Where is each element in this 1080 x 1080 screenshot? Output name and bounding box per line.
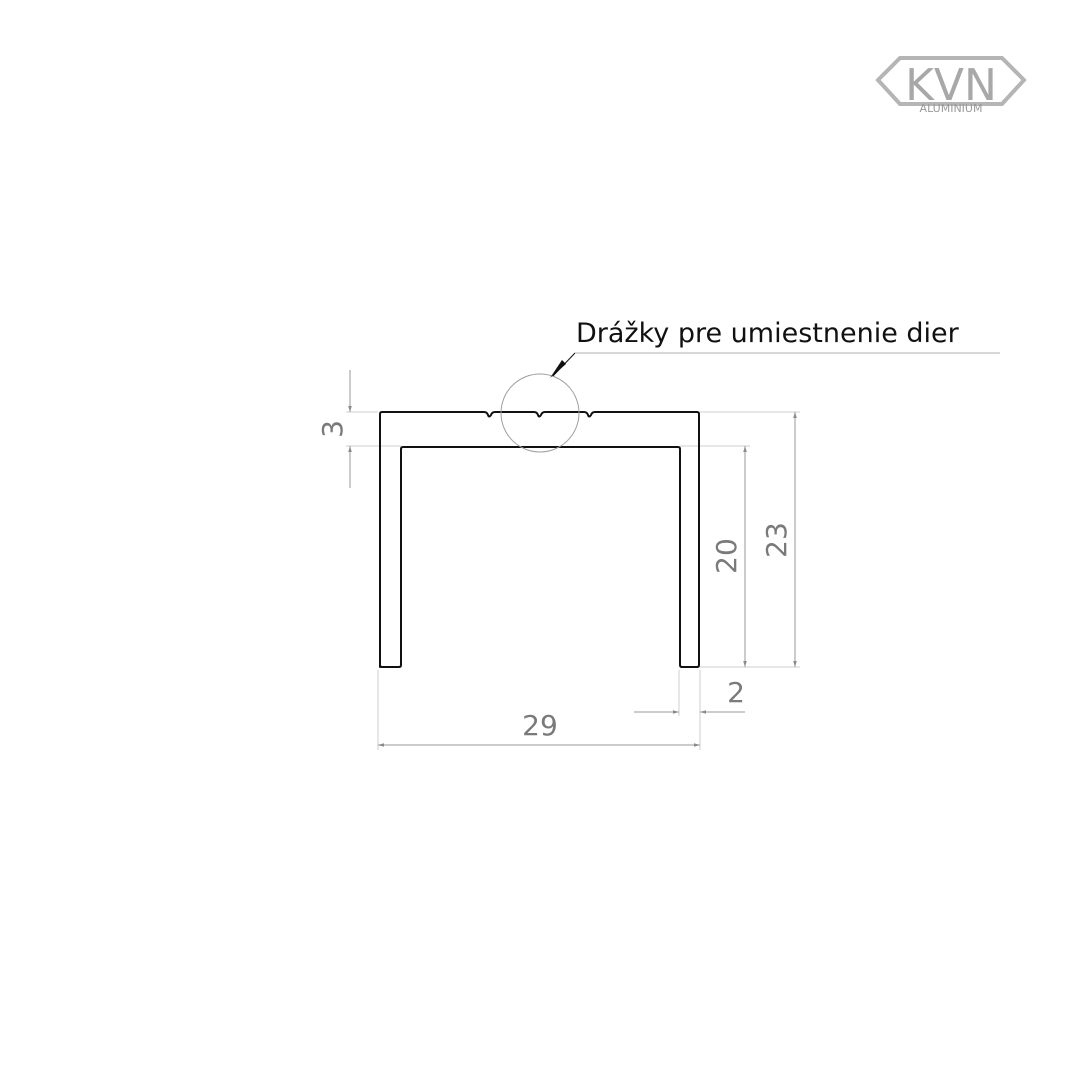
- dim-inner-height: 20: [710, 538, 743, 574]
- leader-line: [550, 352, 1000, 378]
- dim-total-width: 29: [522, 709, 558, 742]
- u-profile-outline: [379, 411, 700, 668]
- logo-sub: ALUMINIUM: [920, 102, 983, 115]
- dimension-lines: [348, 370, 797, 747]
- kvn-aluminium-logo: KVN ALUMINIUM: [875, 56, 1027, 115]
- dim-total-height: 23: [760, 522, 793, 558]
- dim-wall-top: 3: [316, 420, 349, 438]
- extension-lines: [346, 411, 800, 750]
- dim-wall-side: 2: [727, 676, 745, 709]
- groove-note-label: Drážky pre umiestnenie dier: [576, 318, 960, 349]
- logo-main: KVN: [905, 60, 997, 111]
- groove-detail-circle: [500, 373, 580, 453]
